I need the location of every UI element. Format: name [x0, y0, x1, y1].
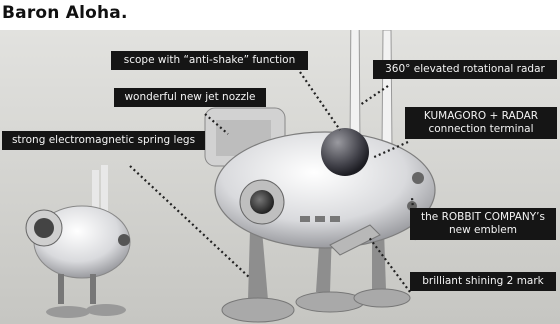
callout-spring-legs: strong electromagnetic spring legs	[2, 131, 205, 150]
callout-connection-terminal: KUMAGORO + RADAR connection terminal	[405, 107, 557, 139]
page-title: Baron Aloha.	[2, 3, 128, 23]
callout-emblem-line1: the ROBBIT COMPANY’s	[416, 211, 550, 224]
callout-scope: scope with “anti-shake” function	[111, 51, 308, 70]
callout-terminal-line1: KUMAGORO + RADAR	[411, 110, 551, 123]
callout-shining-mark: brilliant shining 2 mark	[410, 272, 556, 291]
callout-terminal-line2: connection terminal	[411, 123, 551, 136]
callout-jet-nozzle: wonderful new jet nozzle	[114, 88, 266, 107]
callout-emblem-line2: new emblem	[416, 224, 550, 237]
title-bar: Baron Aloha.	[0, 0, 560, 30]
callout-robbit-emblem: the ROBBIT COMPANY’s new emblem	[410, 208, 556, 240]
callout-radar: 360° elevated rotational radar	[373, 60, 557, 79]
robot-illustration: scope with “anti-shake” function 360° el…	[0, 30, 560, 324]
